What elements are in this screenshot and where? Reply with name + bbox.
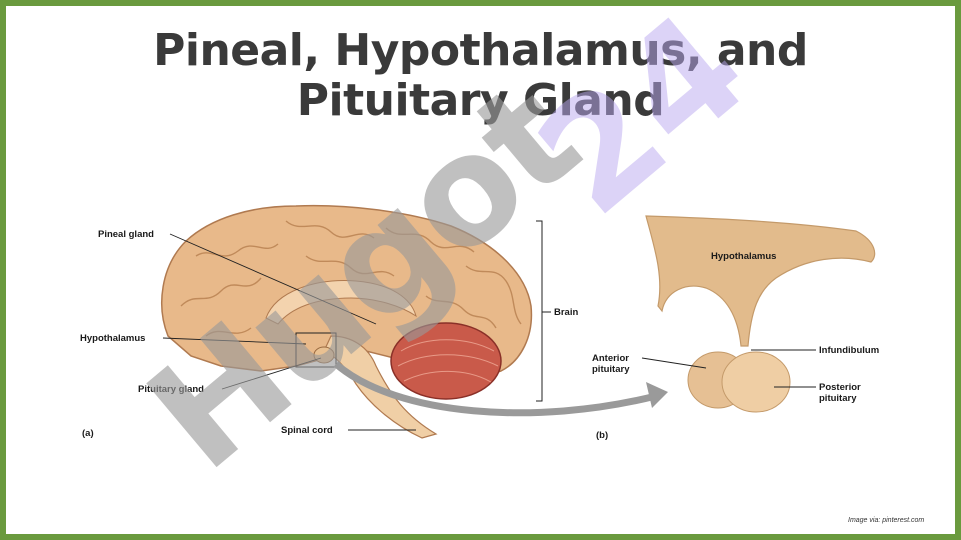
label-posterior-pituitary-2: pituitary [819, 393, 857, 404]
image-credit: Image via: pinterest.com [848, 517, 924, 524]
label-hypothalamus-b: Hypothalamus [711, 251, 776, 262]
leader-lines-b [641, 349, 816, 388]
hypothalamus-shape [645, 215, 876, 347]
label-brain: Brain [554, 307, 578, 318]
panel-b-tag: (b) [596, 430, 608, 441]
label-spinal-cord: Spinal cord [281, 425, 333, 436]
panel-a-tag: (a) [82, 428, 94, 439]
cerebellum-folia [397, 339, 499, 383]
label-anterior-pituitary-2: pituitary [592, 364, 630, 375]
zoom-box [295, 332, 337, 368]
zoom-arrow [333, 361, 657, 417]
cerebellum [390, 322, 502, 400]
leader-lines-a [162, 233, 416, 431]
label-posterior-pituitary-1: Posterior [819, 382, 861, 393]
label-hypothalamus-a: Hypothalamus [80, 333, 145, 344]
title-line-1: Pineal, Hypothalamus, and [153, 25, 808, 76]
zoom-arrow-head [646, 382, 668, 408]
title-line-2: Pituitary Gland [296, 75, 665, 126]
brain-bracket [536, 220, 543, 402]
posterior-pituitary-shape [721, 351, 791, 413]
figure-illustration: Pineal gland Hypothalamus Pituitary glan… [80, 6, 924, 524]
label-anterior-pituitary-1: Anterior [592, 353, 629, 364]
brain-gyri [180, 220, 522, 337]
label-pituitary-gland: Pituitary gland [138, 384, 204, 395]
pituitary-closeup [645, 215, 876, 413]
label-infundibulum: Infundibulum [819, 345, 879, 356]
label-pineal-gland: Pineal gland [98, 229, 154, 240]
slide-title: Pineal, Hypothalamus, and Pituitary Glan… [6, 26, 955, 126]
corpus-callosum [265, 280, 417, 325]
